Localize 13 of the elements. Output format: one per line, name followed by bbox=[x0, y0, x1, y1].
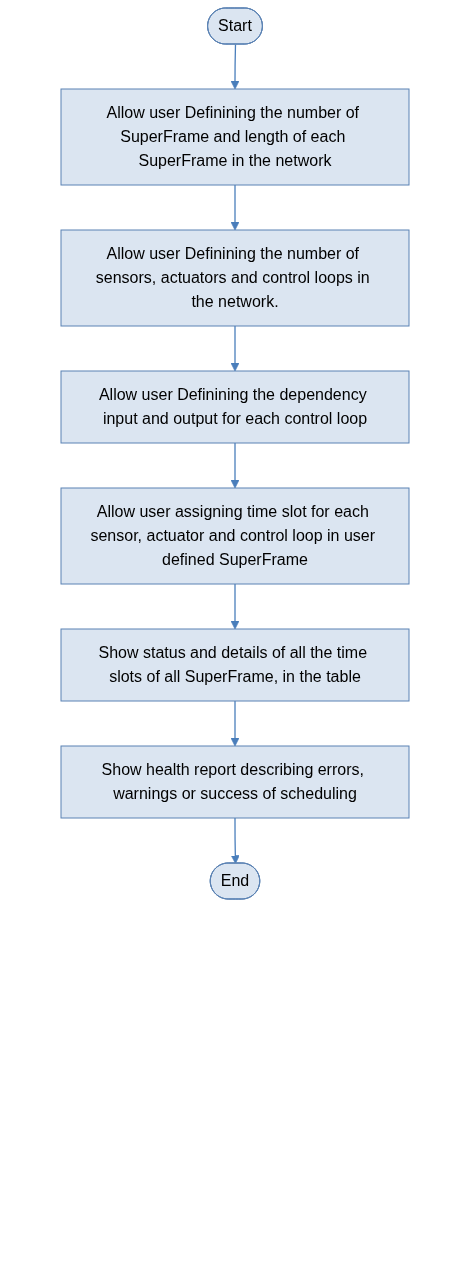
arrow bbox=[230, 442, 240, 489]
node-box: Allow user Definining the number of sensors, actuators and control loops in the network. bbox=[60, 229, 410, 327]
arrow bbox=[230, 325, 240, 372]
arrow bbox=[230, 583, 240, 630]
arrow bbox=[230, 184, 240, 231]
node-box: Allow user Definining the number of SuperFrame and length of each SuperFrame in the network bbox=[60, 88, 410, 186]
arrow bbox=[230, 700, 240, 747]
node-box: Allow user assigning time slot for each sensor, actuator and control loop in user defined SuperFrame bbox=[60, 487, 410, 585]
arrow bbox=[230, 817, 240, 864]
arrow bbox=[230, 43, 240, 90]
node-box: Show status and details of all the time slots of all SuperFrame, in the table bbox=[60, 628, 410, 702]
node-box: Allow user Definining the dependency input and output for each control loop bbox=[60, 370, 410, 444]
node-box: Show health report describing errors, warnings or success of scheduling bbox=[60, 745, 410, 819]
